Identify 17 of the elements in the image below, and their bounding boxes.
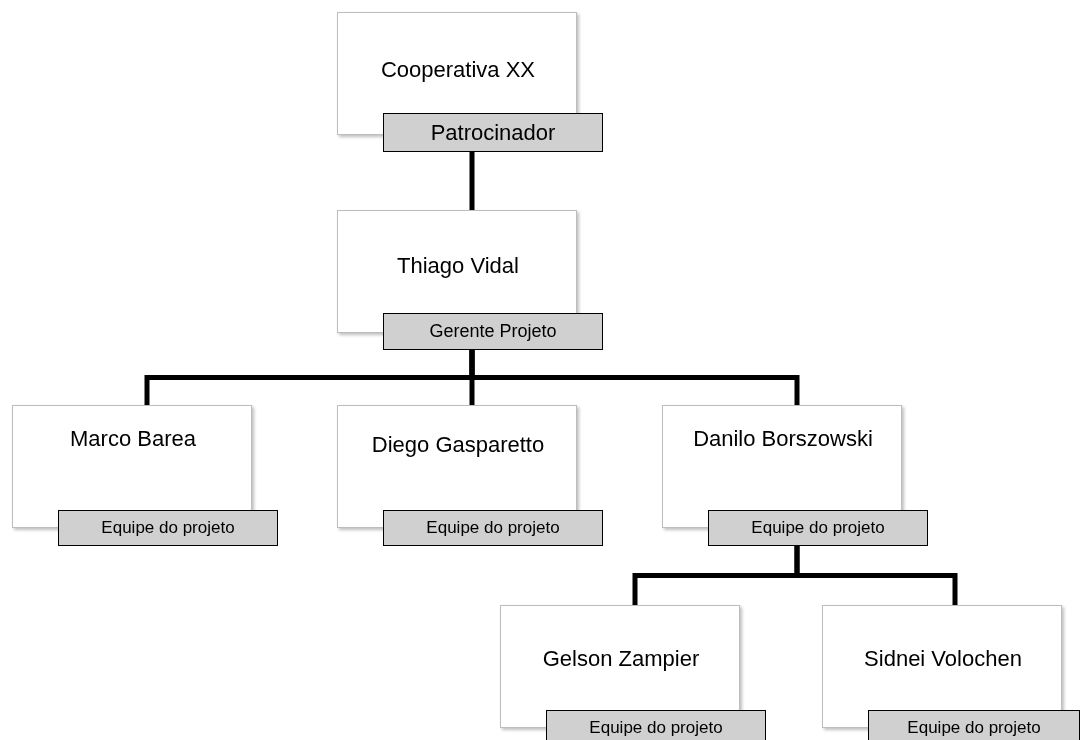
role-tag: Equipe do projeto (383, 510, 603, 546)
role-tag: Equipe do projeto (868, 710, 1080, 740)
role-tag: Patrocinador (383, 113, 603, 152)
role-tag: Equipe do projeto (708, 510, 928, 546)
connector-line (794, 546, 958, 605)
role-tag: Equipe do projeto (546, 710, 766, 740)
connector-line (469, 152, 475, 210)
person-name: Danilo Borszowski (692, 426, 874, 452)
person-name: Sidnei Volochen (863, 646, 1023, 672)
person-name: Thiago Vidal (396, 253, 520, 279)
role-tag: Gerente Projeto (383, 313, 603, 350)
person-name: Gelson Zampier (541, 646, 701, 672)
person-name: Diego Gasparetto (370, 432, 546, 458)
person-name: Marco Barea (69, 426, 197, 452)
connector-line (469, 350, 800, 405)
role-tag: Equipe do projeto (58, 510, 278, 546)
person-name: Cooperativa XX (379, 57, 537, 83)
